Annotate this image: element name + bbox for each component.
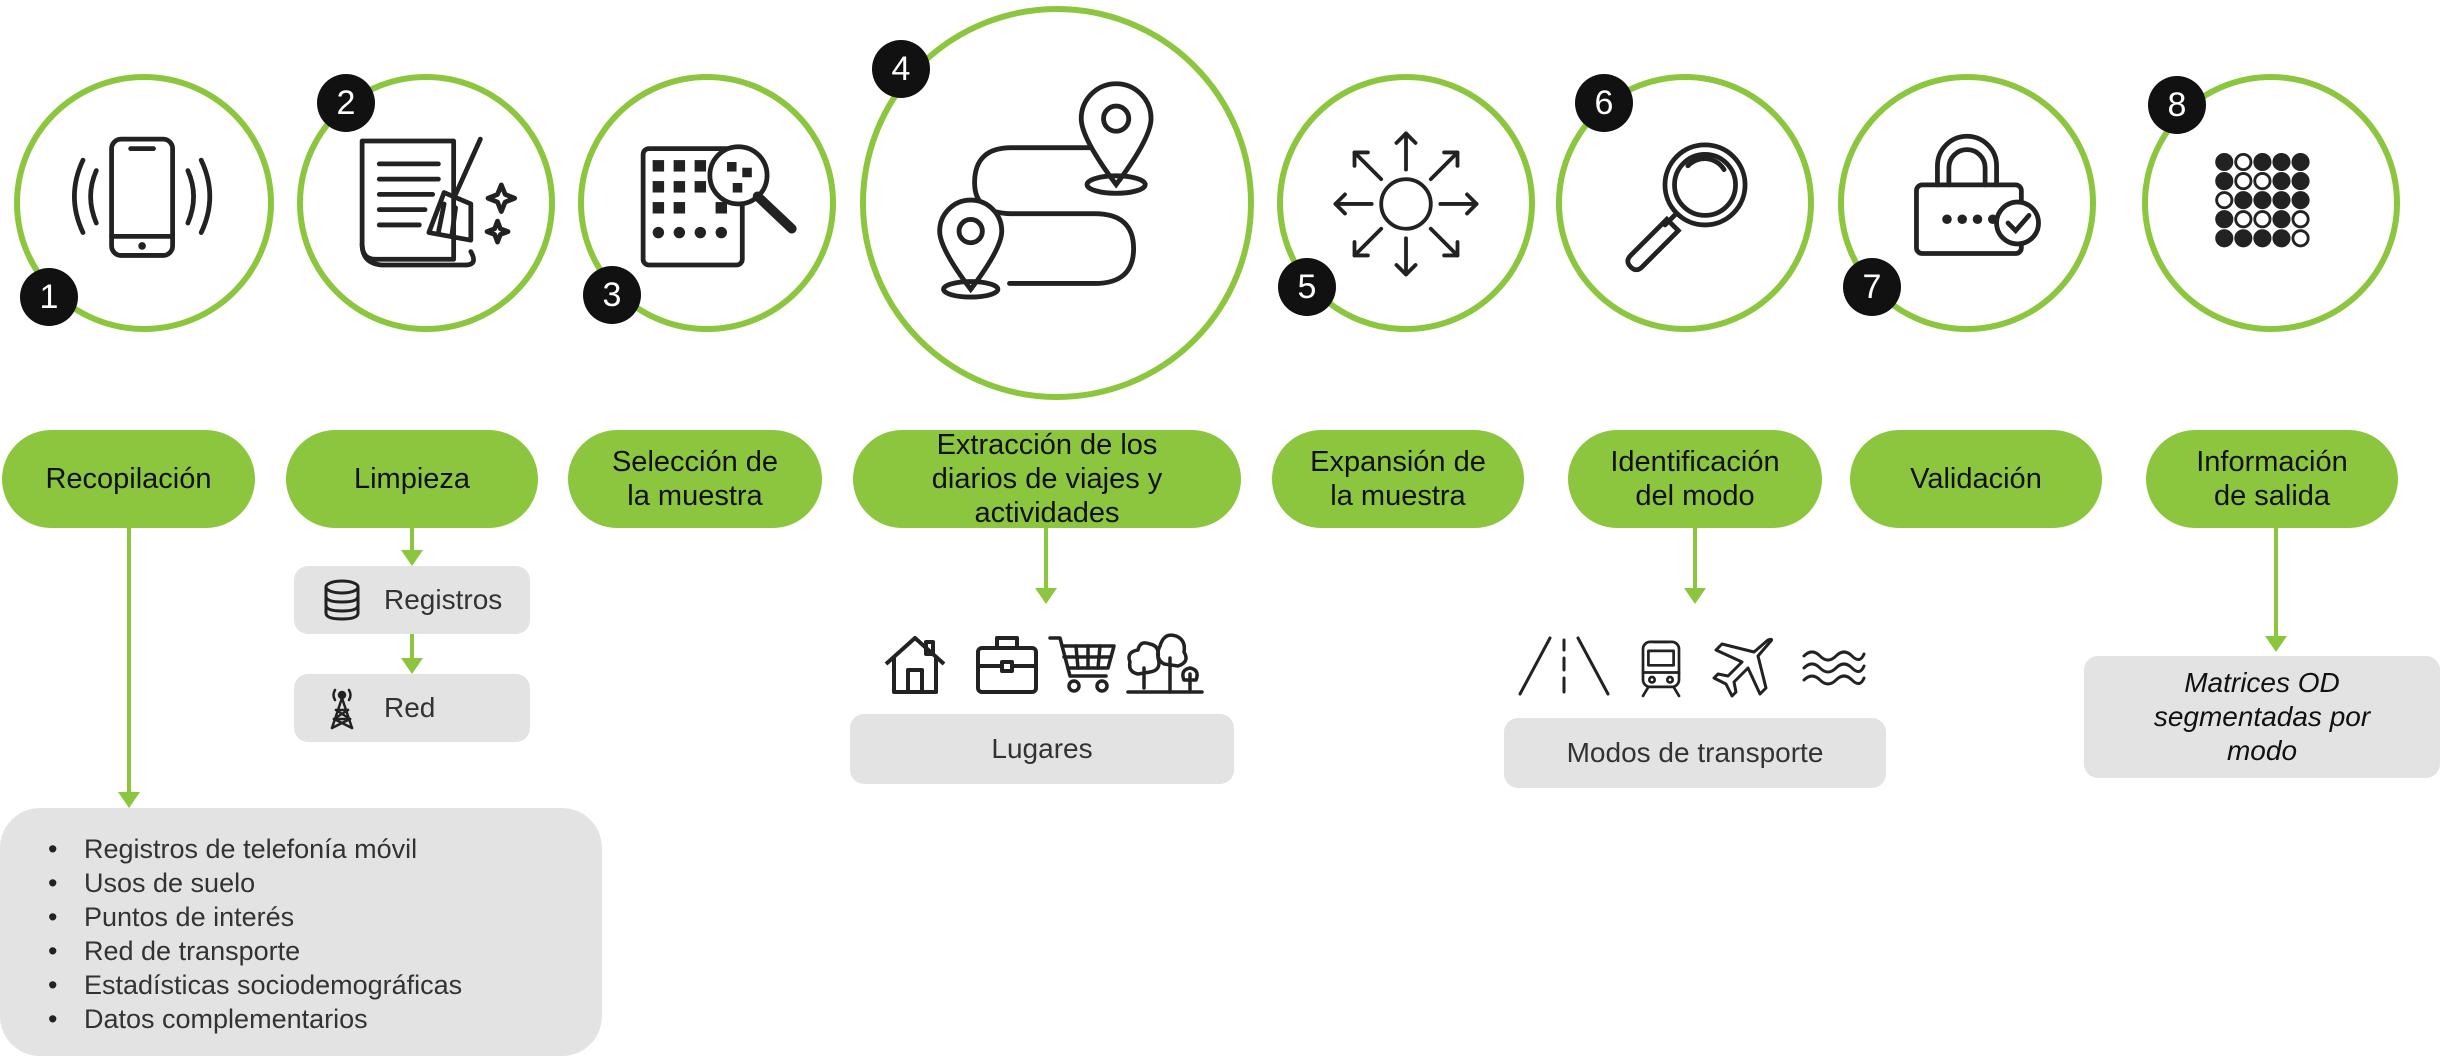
trees-park-icon — [1126, 633, 1204, 694]
registros-box: Registros — [294, 566, 530, 634]
step-4-label: Extracción de los diarios de viajes y ac… — [853, 429, 1241, 529]
data-source-item: Red de transporte — [44, 934, 602, 968]
data-source-item: Registros de telefonía móvil — [44, 832, 602, 866]
document-cleaning-broom-icon — [359, 136, 518, 268]
smartphone-vibrating-icon — [72, 136, 213, 258]
data-sources-box: Registros de telefonía móvil Usos de sue… — [0, 808, 602, 1056]
step-2-label: Limpieza — [286, 430, 538, 528]
places-box: Lugares — [850, 714, 1234, 784]
airplane-icon — [1712, 637, 1774, 698]
water-waves-icon — [1802, 650, 1866, 686]
output-box: Matrices OD segmentadas por modo — [2084, 656, 2440, 778]
route-with-map-pins-icon — [937, 81, 1154, 300]
registros-label: Registros — [384, 584, 503, 615]
step-3-label: Selección de la muestra — [568, 430, 822, 528]
step-5-number: 5 — [1278, 258, 1336, 316]
step-6-label: Identificación del modo — [1568, 430, 1822, 528]
places-icons — [880, 628, 1210, 698]
step-8-number: 8 — [2148, 76, 2206, 134]
data-source-item: Usos de suelo — [44, 866, 602, 900]
red-label: Red — [384, 692, 436, 723]
dot-matrix-icon — [2215, 152, 2310, 248]
step-8-label: Información de salida — [2146, 430, 2398, 528]
step-2-number: 2 — [317, 74, 375, 132]
step-1-label: Recopilación — [2, 430, 255, 528]
data-source-item: Datos complementarios — [44, 1002, 602, 1036]
data-source-item: Estadísticas sociodemográficas — [44, 968, 602, 1002]
magnifying-glass-icon — [1625, 142, 1748, 273]
step-1-circle — [14, 74, 274, 332]
step-7-number: 7 — [1843, 258, 1901, 316]
step-1-number: 1 — [20, 268, 78, 326]
data-source-item: Puntos de interés — [44, 900, 602, 934]
step-4-number: 4 — [872, 40, 930, 98]
step-5-label: Expansión de la muestra — [1272, 430, 1524, 528]
transport-modes-label: Modos de transporte — [1566, 737, 1824, 768]
step-7-label: Validación — [1850, 430, 2102, 528]
step-6-number: 6 — [1575, 74, 1633, 132]
sample-selection-magnifier-icon — [640, 144, 797, 268]
output-label: Matrices OD segmentadas por modo — [2153, 667, 2371, 766]
road-icon — [1518, 636, 1610, 696]
step-7-circle — [1838, 74, 2096, 332]
verified-password-lock-icon — [1914, 133, 2041, 256]
train-icon — [1641, 640, 1681, 698]
house-icon — [884, 636, 946, 694]
step-3-number: 3 — [583, 266, 641, 324]
transport-modes-box: Modos de transporte — [1504, 718, 1886, 788]
expansion-arrows-icon — [1333, 131, 1479, 277]
transport-icons — [1516, 636, 1866, 706]
database-icon — [324, 579, 360, 621]
shopping-cart-icon — [1048, 636, 1116, 693]
places-label: Lugares — [991, 733, 1093, 764]
briefcase-icon — [976, 636, 1038, 694]
cell-tower-icon — [330, 688, 354, 730]
red-box: Red — [294, 674, 530, 742]
